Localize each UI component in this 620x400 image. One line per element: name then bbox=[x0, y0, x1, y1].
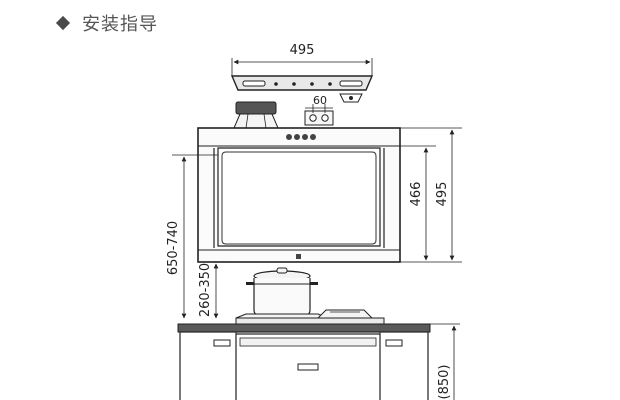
hood-total-height-dimension: 495 bbox=[400, 127, 462, 261]
kitchen-cabinet bbox=[177, 323, 431, 400]
range-hood bbox=[197, 127, 401, 263]
mount-height-dimension: 650-740 bbox=[166, 154, 218, 319]
hole-spacing-label: 60 bbox=[313, 94, 327, 107]
hole-spacing-dimension: 60 bbox=[305, 94, 333, 113]
bracket-width-label: 495 bbox=[290, 43, 315, 58]
gas-stove bbox=[235, 309, 385, 325]
mount-height-label: 650-740 bbox=[166, 221, 181, 275]
wall-bracket bbox=[230, 75, 374, 91]
hanging-hooks bbox=[339, 93, 363, 103]
counter-height-label: (850) bbox=[437, 365, 452, 400]
pot-clearance-dimension: 260-350 bbox=[198, 261, 230, 319]
hood-body-height-dimension: 466 bbox=[400, 145, 462, 263]
hood-body-height-label: 466 bbox=[409, 182, 424, 207]
pot-clearance-label: 260-350 bbox=[198, 263, 213, 317]
bracket-width-dimension: 495 bbox=[231, 43, 373, 76]
cooking-pot bbox=[246, 267, 318, 317]
page-title: 安装指导 bbox=[82, 14, 158, 35]
mounting-plate bbox=[304, 110, 334, 126]
section-header: 安装指导 bbox=[52, 8, 158, 38]
hood-total-height-label: 495 bbox=[435, 182, 450, 207]
exhaust-outlet bbox=[233, 101, 279, 129]
counter-height-dimension: (850) bbox=[430, 323, 460, 400]
